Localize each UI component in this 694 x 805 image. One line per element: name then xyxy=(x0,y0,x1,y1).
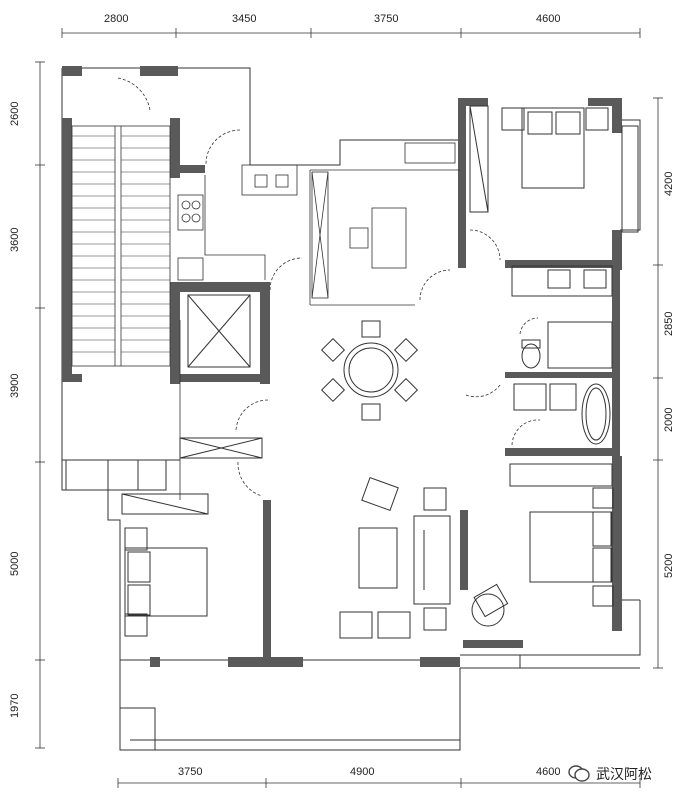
dim-top-1: 2800 xyxy=(104,13,128,25)
dim-top-4: 4600 xyxy=(536,13,560,25)
dim-right-4: 5200 xyxy=(663,554,675,578)
dim-bottom-3: 4600 xyxy=(536,766,560,778)
dim-left-4: 5000 xyxy=(9,552,21,576)
dim-left-1: 2600 xyxy=(9,102,21,126)
dim-left-2: 3600 xyxy=(9,228,21,252)
dining xyxy=(320,320,419,421)
bedroom-left xyxy=(65,459,209,637)
bathroom-bottom xyxy=(513,383,611,445)
door-swings xyxy=(117,77,541,497)
study xyxy=(309,142,460,306)
walls xyxy=(62,66,622,667)
stair-steps xyxy=(72,135,170,353)
watermark: 武汉阿松 xyxy=(568,764,652,784)
dim-left-5: 1970 xyxy=(9,694,21,718)
dim-right-1: 4200 xyxy=(663,172,675,196)
dim-left-3: 3900 xyxy=(9,374,21,398)
staircase xyxy=(71,125,171,367)
kitchen xyxy=(177,164,298,500)
dim-right-3: 2000 xyxy=(663,408,675,432)
dim-top-3: 3750 xyxy=(374,13,398,25)
elevator xyxy=(179,294,263,459)
dim-bottom-2: 4900 xyxy=(350,766,374,778)
bathroom-top xyxy=(511,265,613,369)
bedroom-right xyxy=(471,463,614,627)
dim-top-2: 3450 xyxy=(232,13,256,25)
watermark-text: 武汉阿松 xyxy=(596,766,652,782)
dimension-lines xyxy=(35,28,663,788)
dim-right-2: 2850 xyxy=(663,312,675,336)
dim-bottom-1: 3750 xyxy=(178,766,202,778)
chat-bubble-icon xyxy=(568,765,590,783)
living-room xyxy=(339,476,451,639)
master-bedroom xyxy=(469,105,639,233)
